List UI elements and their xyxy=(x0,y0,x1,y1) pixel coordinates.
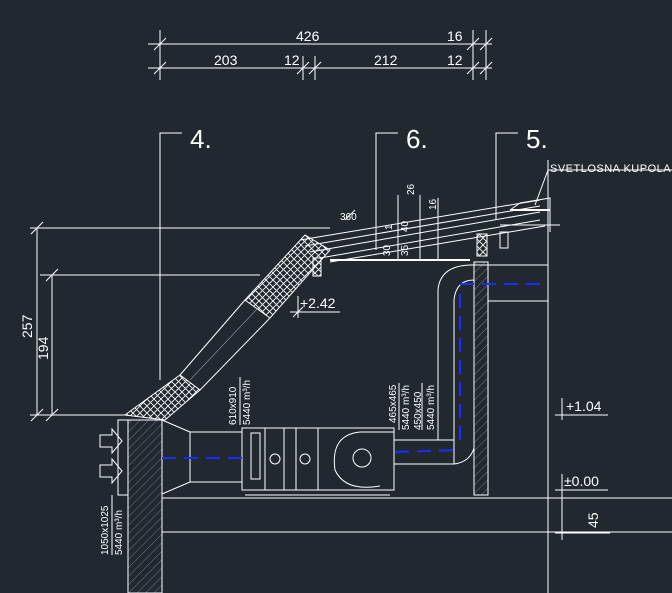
dim-seg3: 212 xyxy=(374,52,398,68)
level-marks: +2.42 +1.04 ±0.00 45 xyxy=(290,295,610,540)
dim-1: 1 xyxy=(384,224,395,230)
dim-360: 360 xyxy=(340,212,357,223)
level-242: +2.42 xyxy=(300,295,336,311)
level-104: +1.04 xyxy=(566,398,602,414)
top-dimensions: 426 16 203 12 212 12 xyxy=(148,28,493,80)
dim-30: 30 xyxy=(382,244,393,256)
dim-257: 257 xyxy=(19,314,35,338)
dim-35: 35 xyxy=(400,244,411,256)
section-4-label: 4. xyxy=(190,124,212,154)
left-dimensions: 257 194 xyxy=(19,221,330,422)
section-markers: 4. 6. 5. xyxy=(159,124,548,380)
structure xyxy=(99,261,672,593)
dim-seg1: 203 xyxy=(214,52,238,68)
roof xyxy=(123,160,560,593)
dim-40: 40 xyxy=(400,220,411,232)
dim-194: 194 xyxy=(35,336,51,360)
intake-size: 1050x1025 xyxy=(100,505,111,555)
dim-16: 16 xyxy=(428,198,439,210)
section-6-label: 6. xyxy=(406,124,428,154)
roof-dimensions: 360 26 16 1 40 35 30 xyxy=(340,183,439,260)
dim-seg4: 12 xyxy=(447,52,463,68)
skylight-label: SVETLOSNA KUPOLA xyxy=(550,163,671,175)
duct-labels: 1050x1025 5440 m³/h 610x910 5440 m³/h 46… xyxy=(100,377,437,555)
fan-out-flow: 5440 m³/h xyxy=(401,385,412,430)
dim-26: 26 xyxy=(406,183,417,195)
section-5-label: 5. xyxy=(526,124,548,154)
fan-out-size: 465x465 xyxy=(388,384,399,423)
dim-total: 426 xyxy=(296,28,320,44)
riser-size: 450x450 xyxy=(413,391,424,430)
dim-45: 45 xyxy=(585,512,601,528)
riser-flow: 5440 m³/h xyxy=(426,385,437,430)
air-handling-unit xyxy=(161,264,549,496)
unit-size: 610x910 xyxy=(228,386,239,425)
dim-total-right: 16 xyxy=(447,28,463,44)
intake-flow: 5440 m³/h xyxy=(114,510,125,555)
unit-flow: 5440 m³/h xyxy=(242,380,253,425)
level-000: ±0.00 xyxy=(564,473,599,489)
dim-seg2: 12 xyxy=(284,52,300,68)
